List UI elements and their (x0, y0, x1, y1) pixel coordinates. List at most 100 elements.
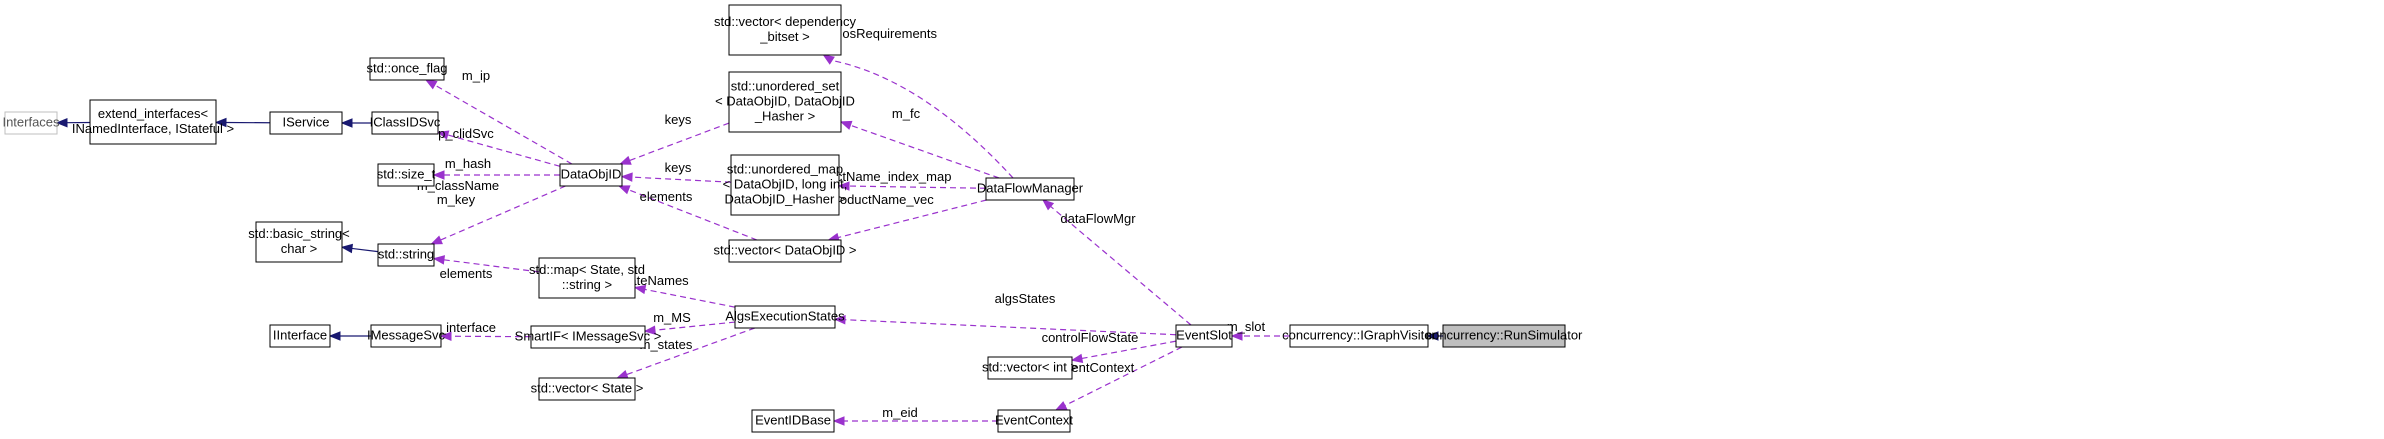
node-size-t[interactable]: std::size_t (377, 163, 436, 187)
node-label: DataObjID (561, 167, 622, 182)
usage-edge-dataflowmgr-to-unordered-set (839, 120, 1000, 179)
node-iclassidsvc[interactable]: IClassIDSvc (370, 111, 441, 135)
node-box (728, 239, 842, 263)
node-box (997, 409, 1071, 433)
node-label: EventIDBase (755, 413, 831, 428)
node-box (4, 111, 58, 135)
edge-line (1064, 346, 1183, 407)
node-box (987, 356, 1073, 380)
node-box (377, 163, 435, 187)
edge-label: algsStates (995, 291, 1056, 306)
node-unordered-set[interactable]: std::unordered_set< DataObjID, DataObjID… (715, 71, 855, 133)
edge-line (626, 327, 755, 376)
edge-line (440, 185, 566, 241)
node-igraphvisitor[interactable]: concurrency::IGraphVisitor (1282, 324, 1436, 348)
edge-line (831, 59, 1014, 179)
edge-line (628, 189, 758, 241)
inheritance-edge-runsimulator-to-igraphvisitor (1426, 331, 1443, 341)
edge-label: m_slot (1227, 319, 1266, 334)
node-once-flag[interactable]: std::once_flag (367, 57, 448, 81)
arrowhead-icon (615, 369, 629, 379)
node-box (269, 111, 343, 135)
node-label: IInterface (273, 328, 327, 343)
node-label: SmartIF< IMessageSvc > (515, 329, 662, 344)
node-eventidbase[interactable]: EventIDBase (751, 409, 835, 433)
usage-edge-algsexec-to-map-state (633, 284, 736, 308)
edge-line (629, 122, 730, 162)
node-label: std::unordered_map (727, 162, 843, 177)
arrowhead-icon (424, 79, 438, 90)
arrowhead-icon (340, 118, 353, 128)
node-vector-bitset[interactable]: std::vector< dependency_bitset > (714, 4, 857, 56)
usage-edge-eventslot-to-algsexec (833, 315, 1177, 336)
edge-line (644, 288, 736, 308)
node-label: extend_interfaces< (98, 106, 208, 121)
edge-line (631, 176, 732, 183)
edge-line (1081, 340, 1177, 360)
edge-line (351, 247, 379, 253)
node-eventcontext[interactable]: EventContext (995, 409, 1073, 433)
node-map-state[interactable]: std::map< State, std::string > (529, 257, 645, 299)
node-box (538, 257, 636, 299)
edge-label: dataFlowMgr (1060, 211, 1136, 226)
node-vector-int[interactable]: std::vector< int > (982, 356, 1078, 380)
arrowhead-icon (839, 120, 853, 130)
node-runsimulator[interactable]: concurrency::RunSimulator (1426, 324, 1583, 348)
inheritance-edge-imessagesvc-to-iinterface (328, 331, 371, 341)
node-label: std::vector< int > (982, 360, 1078, 375)
edge-line (443, 259, 540, 273)
node-label: AlgsExecutionStates (725, 309, 845, 324)
node-vector-state[interactable]: std::vector< State > (531, 377, 644, 401)
node-imessagesvc[interactable]: IMessageSvc (367, 324, 446, 348)
usage-edge-dataflowmgr-to-unordered-map (837, 181, 987, 191)
inheritance-edge-iclassidsvc-to-iservice (340, 118, 372, 128)
node-label: concurrency::RunSimulator (1426, 328, 1583, 343)
usage-edge-map-state-to-string (432, 255, 540, 273)
node-label: std::vector< dependency (714, 14, 857, 29)
node-label: concurrency::IGraphVisitor (1282, 328, 1436, 343)
usage-edge-igraphvisitor-to-eventslot (1230, 331, 1290, 341)
edge-label: eventContext (1058, 360, 1135, 375)
edge-label: m_interface (428, 320, 496, 335)
node-dataobjid[interactable]: DataObjID (559, 163, 623, 187)
arrowhead-icon (340, 243, 353, 254)
edge-label: keys (665, 160, 692, 175)
node-interfaces[interactable]: Interfaces (2, 111, 60, 135)
edge-line (654, 321, 736, 331)
edge-line (848, 185, 987, 189)
node-box (751, 409, 835, 433)
node-box (1289, 324, 1429, 348)
node-label: std::map< State, std (529, 262, 645, 277)
node-unordered-map[interactable]: std::unordered_map< DataObjID, long int,… (723, 154, 848, 216)
arrowhead-icon (432, 255, 446, 265)
node-label: std::unordered_set (731, 79, 840, 94)
node-eventslot[interactable]: EventSlot (1175, 324, 1233, 348)
node-label: EventSlot (1176, 328, 1232, 343)
node-label: std::string (378, 247, 434, 262)
node-vector-dataobjid[interactable]: std::vector< DataObjID > (713, 239, 857, 263)
usage-edge-unordered-set-to-dataobjid (618, 122, 730, 165)
arrowhead-icon (439, 331, 452, 341)
node-label: Interfaces (2, 115, 60, 130)
node-label: ::string > (562, 277, 612, 292)
edge-label: m_MS (653, 310, 691, 325)
node-label: < DataObjID, DataObjID (715, 94, 855, 109)
node-iservice[interactable]: IService (269, 111, 343, 135)
node-label: < DataObjID, long int, (723, 177, 848, 192)
node-algsexec[interactable]: AlgsExecutionStates (725, 305, 845, 329)
usage-edge-eventcontext-to-eventidbase (832, 416, 998, 426)
node-dataflowmgr[interactable]: DataFlowManager (977, 177, 1084, 201)
node-iinterface[interactable]: IInterface (269, 324, 331, 348)
node-string[interactable]: std::string (377, 243, 435, 267)
node-smartif[interactable]: SmartIF< IMessageSvc > (515, 325, 662, 349)
edge-label: m_states (640, 337, 693, 352)
node-box (255, 221, 343, 263)
node-label: std::vector< DataObjID > (713, 243, 856, 258)
node-basic-string[interactable]: std::basic_string<char > (248, 221, 350, 263)
usage-edge-dataflowmgr-to-vector-bitset (822, 54, 1014, 179)
node-extend-interfaces[interactable]: extend_interfaces<INamedInterface, IStat… (72, 99, 234, 145)
arrowhead-icon (643, 325, 656, 335)
arrowhead-icon (430, 235, 443, 245)
node-label: DataObjID_Hasher > (724, 192, 845, 207)
